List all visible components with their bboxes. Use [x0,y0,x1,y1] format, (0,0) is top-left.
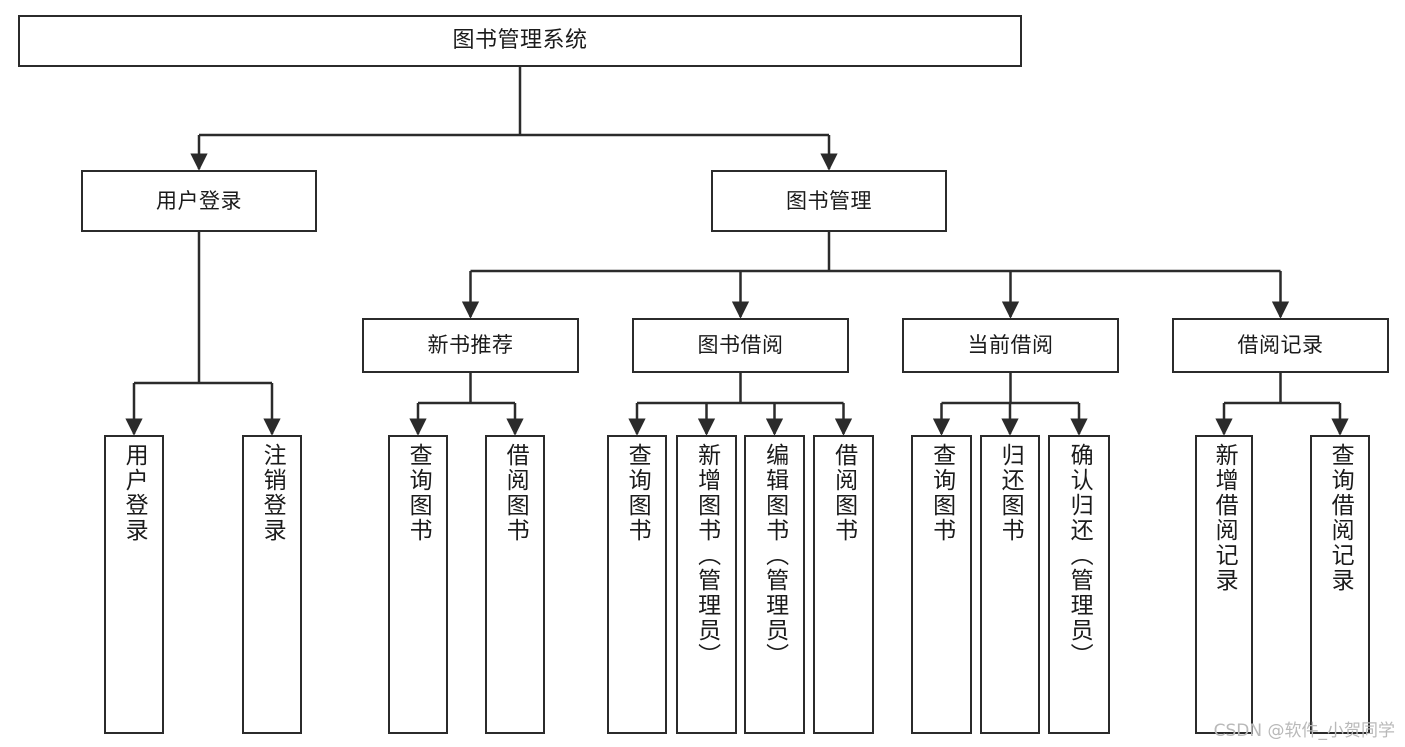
node-leaf-add-book[interactable]: 新增图书（管理员） [676,435,737,734]
node-book-manage[interactable]: 图书管理 [711,170,947,232]
node-leaf-query-record[interactable]: 查询借阅记录 [1310,435,1370,734]
node-book-manage-label: 图书管理 [786,188,872,213]
node-leaf-return-book-label: 归还图书 [997,443,1024,543]
node-new-book-recommend-label: 新书推荐 [427,333,514,358]
node-leaf-return-book[interactable]: 归还图书 [980,435,1040,734]
node-leaf-confirm-return[interactable]: 确认归还（管理员） [1048,435,1110,734]
node-leaf-logout-label: 注销登录 [259,443,286,543]
node-leaf-add-record-label: 新增借阅记录 [1211,443,1238,593]
node-leaf-query-book-3-label: 查询图书 [928,443,955,543]
node-leaf-user-login[interactable]: 用户登录 [104,435,164,734]
node-leaf-query-book-2-label: 查询图书 [624,443,651,543]
node-new-book-recommend[interactable]: 新书推荐 [362,318,579,373]
node-leaf-confirm-return-label: 确认归还（管理员） [1066,443,1093,668]
node-user-login-label: 用户登录 [156,188,242,213]
node-current-borrow-label: 当前借阅 [967,333,1054,358]
node-leaf-add-record[interactable]: 新增借阅记录 [1195,435,1253,734]
node-book-borrow-label: 图书借阅 [697,333,784,358]
node-leaf-add-book-label: 新增图书（管理员） [693,443,720,668]
node-leaf-borrow-book-2-label: 借阅图书 [830,443,857,543]
node-leaf-logout[interactable]: 注销登录 [242,435,302,734]
node-leaf-borrow-book-1-label: 借阅图书 [502,443,529,543]
node-leaf-edit-book[interactable]: 编辑图书（管理员） [744,435,805,734]
node-root[interactable]: 图书管理系统 [18,15,1022,67]
node-book-borrow[interactable]: 图书借阅 [632,318,849,373]
node-borrow-record[interactable]: 借阅记录 [1172,318,1389,373]
node-current-borrow[interactable]: 当前借阅 [902,318,1119,373]
node-leaf-borrow-book-2[interactable]: 借阅图书 [813,435,874,734]
node-leaf-user-login-label: 用户登录 [121,443,148,543]
node-leaf-query-book-1[interactable]: 查询图书 [388,435,448,734]
node-root-label: 图书管理系统 [452,28,588,54]
node-leaf-query-book-1-label: 查询图书 [405,443,432,543]
node-leaf-query-book-3[interactable]: 查询图书 [911,435,972,734]
node-borrow-record-label: 借阅记录 [1237,333,1324,358]
node-leaf-query-record-label: 查询借阅记录 [1327,443,1354,593]
node-leaf-query-book-2[interactable]: 查询图书 [607,435,667,734]
node-leaf-edit-book-label: 编辑图书（管理员） [761,443,788,668]
node-user-login[interactable]: 用户登录 [81,170,317,232]
node-leaf-borrow-book-1[interactable]: 借阅图书 [485,435,545,734]
